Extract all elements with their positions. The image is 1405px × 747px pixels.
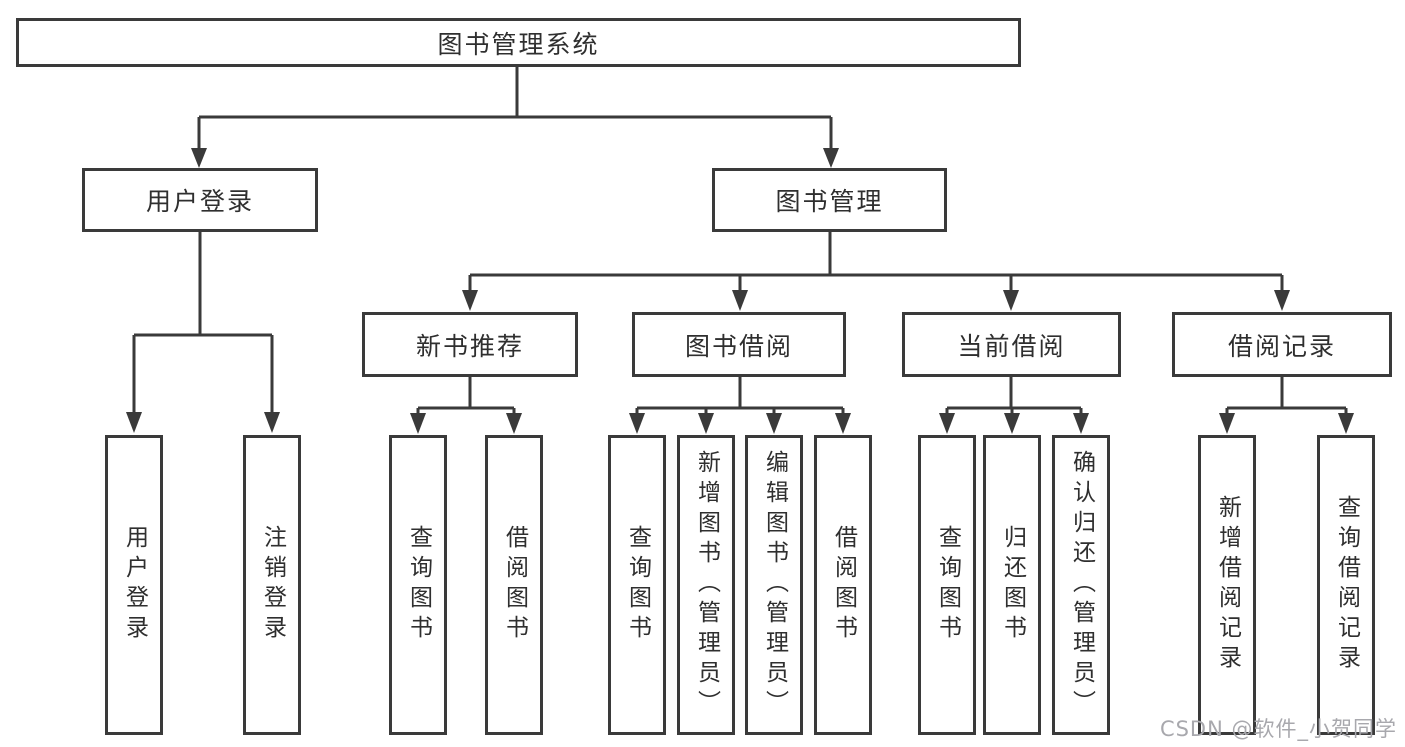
node-book-borrowing: 图书借阅 bbox=[632, 312, 846, 377]
leaf-query-books-current: 查询图书 bbox=[918, 435, 976, 735]
leaf-borrow-books: 借阅图书 bbox=[814, 435, 872, 735]
arrowhead bbox=[264, 412, 280, 433]
connector-userlogin-to-leaves bbox=[132, 232, 274, 414]
node-borrowing-records-label: 借阅记录 bbox=[1227, 331, 1336, 361]
leaf-borrow-books-newbooks-label: 借阅图书 bbox=[501, 525, 528, 645]
node-new-book-recommendation-label: 新书推荐 bbox=[415, 331, 524, 361]
node-current-borrowing-label: 当前借阅 bbox=[957, 331, 1066, 361]
arrowhead bbox=[1073, 413, 1089, 434]
arrowhead bbox=[1004, 413, 1020, 434]
node-library-system: 图书管理系统 bbox=[16, 18, 1021, 67]
leaf-query-borrow-record-label: 查询借阅记录 bbox=[1333, 495, 1360, 675]
node-library-system-label: 图书管理系统 bbox=[437, 29, 600, 59]
leaf-add-borrow-record-label: 新增借阅记录 bbox=[1214, 495, 1241, 675]
leaf-user-login: 用户登录 bbox=[105, 435, 163, 735]
leaf-add-books-admin-label: 新增图书（管理员） bbox=[693, 450, 720, 720]
node-book-management: 图书管理 bbox=[712, 168, 947, 232]
connector-root-to-level2 bbox=[197, 67, 833, 152]
leaf-query-books-current-label: 查询图书 bbox=[934, 525, 961, 645]
leaf-user-login-label: 用户登录 bbox=[121, 525, 148, 645]
leaf-return-books-label: 归还图书 bbox=[999, 525, 1026, 645]
node-new-book-recommendation: 新书推荐 bbox=[362, 312, 578, 377]
arrowhead bbox=[823, 148, 839, 168]
leaf-edit-books-admin-label: 编辑图书（管理员） bbox=[761, 450, 788, 720]
leaf-query-borrow-record: 查询借阅记录 bbox=[1317, 435, 1375, 735]
arrowhead bbox=[506, 413, 522, 434]
leaf-query-books-newbooks: 查询图书 bbox=[389, 435, 447, 735]
node-user-login-label: 用户登录 bbox=[145, 187, 254, 216]
arrowhead bbox=[835, 413, 851, 434]
node-user-login: 用户登录 bbox=[82, 168, 318, 232]
leaf-edit-books-admin: 编辑图书（管理员） bbox=[745, 435, 803, 735]
leaf-borrow-books-newbooks: 借阅图书 bbox=[485, 435, 543, 735]
leaf-logout-login: 注销登录 bbox=[243, 435, 301, 735]
arrowhead bbox=[191, 148, 207, 168]
connector-bookborrow-to-leaves bbox=[635, 377, 845, 415]
arrowhead bbox=[732, 290, 748, 311]
arrowhead bbox=[462, 290, 478, 311]
arrowhead bbox=[1274, 290, 1290, 311]
arrowhead bbox=[698, 413, 714, 434]
arrowhead bbox=[629, 413, 645, 434]
arrowhead bbox=[1003, 290, 1019, 311]
leaf-borrow-books-label: 借阅图书 bbox=[830, 525, 857, 645]
arrowhead bbox=[410, 413, 426, 434]
arrowhead bbox=[766, 413, 782, 434]
arrowhead bbox=[939, 413, 955, 434]
leaf-query-books-borrow-label: 查询图书 bbox=[624, 525, 651, 645]
connector-bookmgmt-to-level3 bbox=[468, 232, 1284, 292]
csdn-watermark: CSDN @软件_小贺同学 bbox=[1159, 717, 1397, 741]
connector-currentborrow-to-leaves bbox=[945, 377, 1083, 415]
arrowhead bbox=[1338, 413, 1354, 434]
node-book-management-label: 图书管理 bbox=[775, 187, 884, 216]
node-book-borrowing-label: 图书借阅 bbox=[684, 331, 793, 361]
node-current-borrowing: 当前借阅 bbox=[902, 312, 1121, 377]
leaf-add-books-admin: 新增图书（管理员） bbox=[677, 435, 735, 735]
leaf-return-books: 归还图书 bbox=[983, 435, 1041, 735]
arrowhead bbox=[1219, 413, 1235, 434]
arrowhead bbox=[126, 412, 142, 433]
leaf-add-borrow-record: 新增借阅记录 bbox=[1198, 435, 1256, 735]
leaf-confirm-return-admin: 确认归还（管理员） bbox=[1052, 435, 1110, 735]
leaf-query-books-borrow: 查询图书 bbox=[608, 435, 666, 735]
connector-newbooks-to-leaves bbox=[416, 377, 516, 415]
leaf-confirm-return-admin-label: 确认归还（管理员） bbox=[1068, 450, 1095, 720]
leaf-query-books-newbooks-label: 查询图书 bbox=[405, 525, 432, 645]
leaf-logout-login-label: 注销登录 bbox=[259, 525, 286, 645]
node-borrowing-records: 借阅记录 bbox=[1172, 312, 1392, 377]
connector-records-to-leaves bbox=[1225, 377, 1348, 415]
